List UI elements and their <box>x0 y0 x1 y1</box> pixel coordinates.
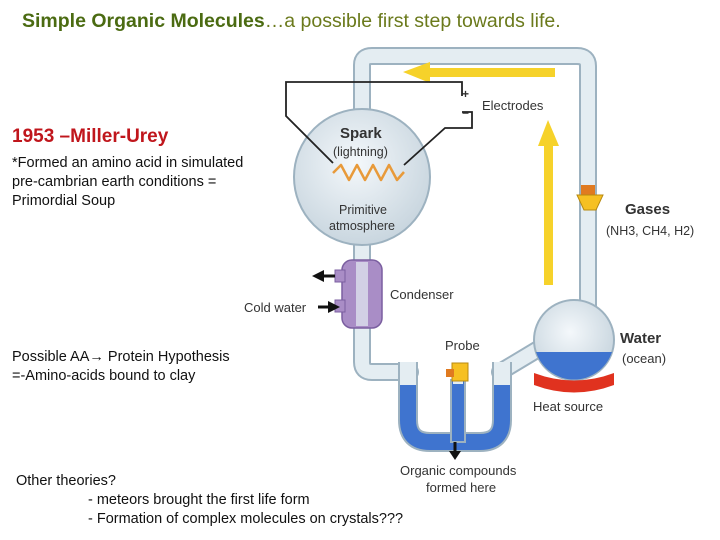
slide-title: Simple Organic Molecules…a possible firs… <box>22 10 561 33</box>
lightning-label: (lightning) <box>333 145 388 159</box>
water-flask <box>533 299 615 393</box>
gases-label: Gases <box>625 201 670 218</box>
formed-here-label: formed here <box>426 480 496 495</box>
electrodes-label: Electrodes <box>482 98 544 113</box>
hypothesis-paragraph: Possible AA→ Protein Hypothesis =-Amino-… <box>12 348 230 386</box>
para2-line-2: =-Amino-acids bound to clay <box>12 368 196 384</box>
ocean-label: (ocean) <box>622 351 666 366</box>
plus-label: + <box>462 87 469 101</box>
diagram-labels: + − Electrodes Spark (lightning) Primiti… <box>244 87 694 495</box>
minus-label: − <box>462 106 469 120</box>
para3-line-3: - Formation of complex molecules on crys… <box>88 511 404 527</box>
probe-label: Probe <box>445 338 480 353</box>
other-theories-paragraph: Other theories? - meteors brought the fi… <box>16 472 403 529</box>
gases-stopcock <box>576 185 604 211</box>
para1-line-2: pre-cambrian earth conditions = <box>12 174 217 190</box>
title-bold-part: Simple Organic Molecules <box>22 10 265 32</box>
condenser-label: Condenser <box>390 287 454 302</box>
flow-arrows <box>403 62 559 285</box>
para3-line-1: Other theories? <box>16 473 116 489</box>
cold-water-label: Cold water <box>244 300 307 315</box>
para2-line-1: Possible AA→ Protein Hypothesis <box>12 349 230 365</box>
miller-urey-heading: 1953 –Miller-Urey <box>12 126 169 147</box>
cold-water-arrows <box>312 270 340 313</box>
organic-arrow <box>449 442 461 460</box>
spark-label: Spark <box>340 125 382 142</box>
title-rest-part: …a possible first step towards life. <box>264 10 561 32</box>
water-label: Water <box>620 330 661 347</box>
amino-acid-paragraph: *Formed an amino acid in simulated pre-c… <box>12 154 243 211</box>
organic-compounds-label: Organic compounds <box>400 463 517 478</box>
para1-line-3: Primordial Soup <box>12 193 116 209</box>
atmosphere-label: atmosphere <box>329 219 395 233</box>
spark-lightning <box>332 163 405 182</box>
probe-stopcock <box>446 362 469 382</box>
gases-formula-label: (NH3, CH4, H2) <box>606 224 694 238</box>
heat-source-label: Heat source <box>533 399 603 414</box>
para3-line-2: - meteors brought the first life form <box>88 492 310 508</box>
electrode-wires <box>285 81 473 166</box>
condenser <box>334 259 383 329</box>
para1-line-1: *Formed an amino acid in simulated <box>12 155 244 171</box>
primitive-label: Primitive <box>339 203 387 217</box>
